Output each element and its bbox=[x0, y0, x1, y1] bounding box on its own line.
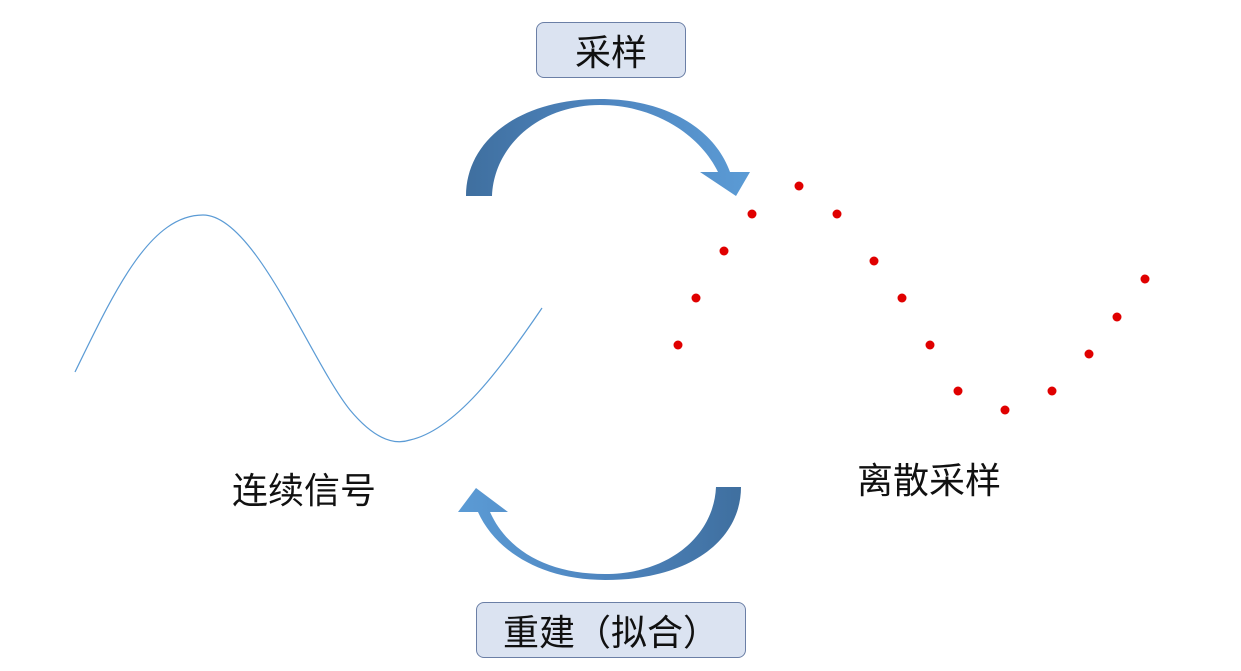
reconstruction-box: 重建（拟合） bbox=[476, 602, 746, 658]
sampling-box: 采样 bbox=[536, 22, 686, 78]
sample-point bbox=[953, 386, 963, 396]
sample-point bbox=[747, 209, 757, 219]
sample-point bbox=[691, 293, 701, 303]
sample-point bbox=[1112, 312, 1122, 322]
reconstruction-label: 重建（拟合） bbox=[502, 613, 719, 654]
sample-point bbox=[1140, 274, 1150, 284]
sample-point bbox=[673, 340, 683, 350]
sample-point bbox=[832, 209, 842, 219]
sample-point bbox=[1047, 386, 1057, 396]
sampling-label: 采样 bbox=[574, 33, 647, 74]
sample-point bbox=[719, 246, 729, 256]
continuous-signal-label: 连续信号 bbox=[232, 471, 377, 512]
sample-point bbox=[1000, 405, 1010, 415]
continuous-signal-curve bbox=[74, 214, 543, 443]
reconstruction-arrow bbox=[458, 487, 741, 580]
discrete-samples bbox=[673, 181, 1150, 415]
sample-point bbox=[869, 256, 879, 266]
sample-point bbox=[794, 181, 804, 191]
sample-point bbox=[897, 293, 907, 303]
sampling-arrow bbox=[466, 99, 750, 196]
sample-point bbox=[925, 340, 935, 350]
sample-point bbox=[1084, 349, 1094, 359]
discrete-samples-label: 离散采样 bbox=[857, 461, 1002, 502]
